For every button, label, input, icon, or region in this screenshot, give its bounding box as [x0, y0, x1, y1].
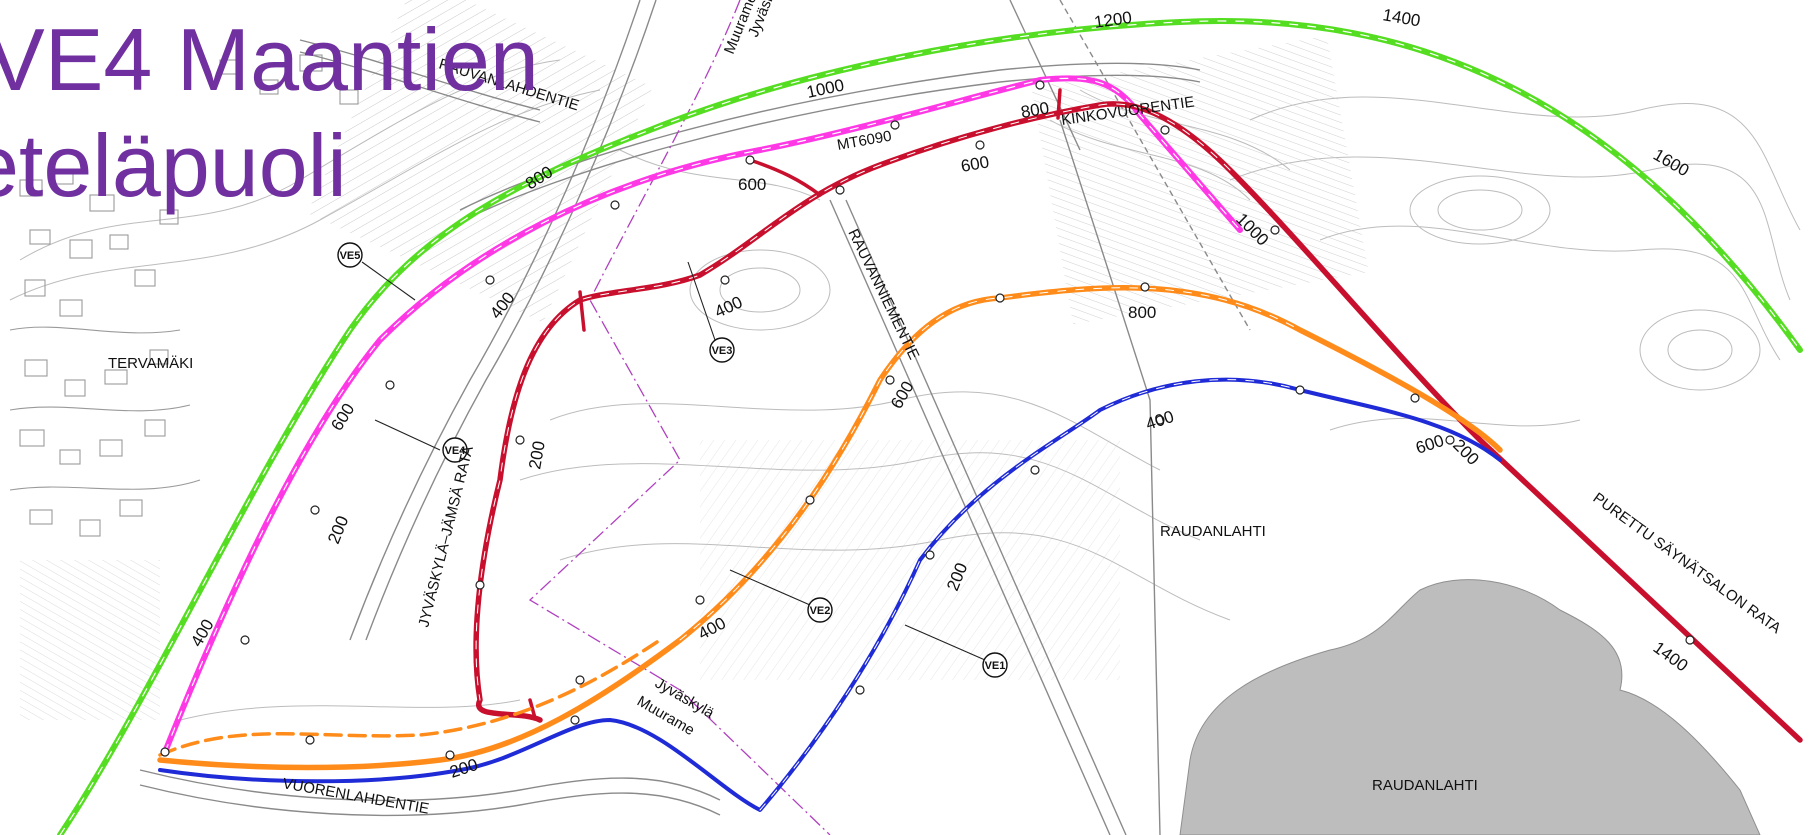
svg-text:VE4: VE4: [445, 445, 467, 457]
label-ve1: VE1: [982, 652, 1008, 678]
label-rauvanniementie: RAUVANNIEMENTIE: [844, 226, 922, 362]
label-railway: JYVÄSKYLÄ–JÄMSÄ RATA: [415, 444, 477, 629]
svg-text:600: 600: [1413, 431, 1446, 458]
svg-text:400: 400: [187, 616, 218, 650]
svg-text:VE1: VE1: [985, 660, 1006, 672]
label-leaders: [361, 261, 986, 661]
railway-jyvaskyla-jamsa: [349, 0, 641, 641]
label-tervamaki: TERVAMÄKI: [108, 355, 193, 372]
lake-raudanlahti: [1179, 579, 1761, 835]
buildings: [9, 54, 359, 537]
label-ve2: VE2: [807, 597, 833, 623]
road-rauvanlahdentie: [299, 39, 541, 111]
svg-text:400: 400: [712, 292, 746, 321]
municipal-border: [528, 0, 831, 835]
road-vuorenlahdentie: [139, 769, 721, 802]
svg-text:VE2: VE2: [810, 605, 831, 617]
route-labels: VE5 VE4 VE3 VE2 VE1: [337, 242, 1008, 678]
label-ve3: VE3: [709, 337, 735, 363]
svg-text:600: 600: [738, 175, 766, 194]
label-ve4: VE4: [442, 437, 468, 463]
road-rauvanniementie: [829, 199, 1111, 835]
svg-text:VE3: VE3: [712, 345, 733, 357]
svg-text:1600: 1600: [1650, 145, 1692, 180]
route-ve2: [157, 285, 1503, 771]
label-ve5: VE5: [337, 242, 363, 268]
svg-text:800: 800: [1128, 303, 1156, 322]
label-raudanlahti-land: RAUDANLAHTI: [1160, 523, 1266, 540]
svg-text:400: 400: [1143, 407, 1176, 434]
svg-text:1400: 1400: [1381, 5, 1422, 30]
station-markers: [160, 80, 1695, 760]
chainage-labels: 1200 1400 1600 1000 800 800 600 600 400 …: [187, 5, 1692, 782]
svg-text:200: 200: [525, 439, 549, 470]
alternative-routes: [57, 18, 1803, 835]
svg-text:800: 800: [1019, 98, 1050, 122]
page-title-line2: eteläpuoli: [0, 116, 347, 215]
svg-text:VE5: VE5: [340, 250, 361, 262]
svg-text:1200: 1200: [1093, 8, 1133, 32]
page-title-line1: VE4 Maantien: [0, 10, 539, 109]
place-names: TERVAMÄKI RAUDANLAHTI RAUDANLAHTI: [108, 355, 1478, 794]
label-former-railway: PURETTU SÄYNÄTSALON RATA: [1590, 489, 1784, 637]
svg-text:200: 200: [324, 513, 352, 546]
svg-text:1400: 1400: [1650, 638, 1692, 676]
label-raudanlahti-lake: RAUDANLAHTI: [1372, 777, 1478, 794]
svg-text:600: 600: [959, 152, 990, 176]
existing-roads: [139, 0, 1251, 835]
